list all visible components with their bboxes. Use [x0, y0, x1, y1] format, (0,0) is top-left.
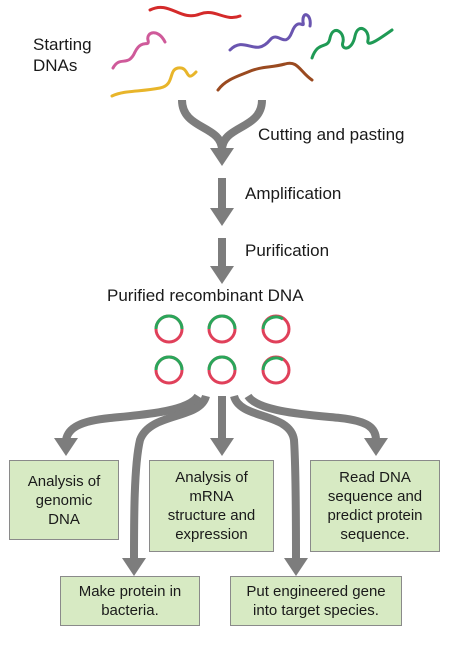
arrow-to-genomic: [62, 393, 202, 442]
arrow-to-read-dna: [244, 393, 380, 441]
mrna-analysis-text: Analysis of mRNA structure and expressio…: [167, 469, 256, 543]
purification-arrow-shaft: [218, 238, 226, 268]
red-dna-strand: [148, 5, 242, 19]
fanout-arrowheads: [54, 438, 388, 576]
cutting-pasting-label: Cutting and pasting: [258, 125, 405, 144]
plasmid-grid: [154, 314, 291, 385]
purified-recombinant-label: Purified recombinant DNA: [107, 286, 304, 305]
starting-dnas-label: Starting DNAs: [33, 35, 92, 75]
genomic-dna-text: Analysis of genomic DNA: [27, 472, 101, 528]
plasmid: [154, 355, 184, 385]
plasmid: [154, 314, 184, 344]
read-dna-box: Read DNA sequence and predict protein se…: [310, 460, 440, 552]
read-dna-text: Read DNA sequence and predict protein se…: [327, 469, 423, 543]
yellow-dna-strand: [110, 66, 198, 98]
amplification-arrow-shaft: [218, 178, 226, 210]
green-dna-strand: [310, 27, 394, 60]
pink-dna-strand: [111, 31, 167, 70]
plasmid: [261, 314, 291, 344]
put-gene-box: Put engineered gene into target species.: [230, 576, 402, 626]
brown-dna-strand: [216, 61, 314, 92]
plasmid: [207, 355, 237, 385]
make-protein-box: Make protein in bacteria.: [60, 576, 200, 626]
purification-label: Purification: [245, 241, 330, 260]
merge-arrow: [178, 99, 266, 151]
plasmid: [207, 314, 237, 344]
fanout-arrows: [62, 393, 380, 561]
purple-dna-strand: [228, 13, 312, 52]
put-gene-text: Put engineered gene into target species.: [246, 583, 386, 619]
plasmid: [261, 355, 291, 385]
purification-arrowhead: [210, 266, 234, 284]
genomic-dna-box: Analysis of genomic DNA: [9, 460, 119, 540]
merge-arrowhead: [210, 148, 234, 166]
mrna-analysis-box: Analysis of mRNA structure and expressio…: [149, 460, 274, 552]
amplification-arrowhead: [210, 208, 234, 226]
arrow-to-put-gene: [230, 394, 300, 561]
amplification-label: Amplification: [245, 184, 342, 203]
make-protein-text: Make protein in bacteria.: [78, 583, 182, 619]
arrow-to-make-protein: [130, 394, 210, 561]
starting-dna-strands: [110, 5, 394, 98]
